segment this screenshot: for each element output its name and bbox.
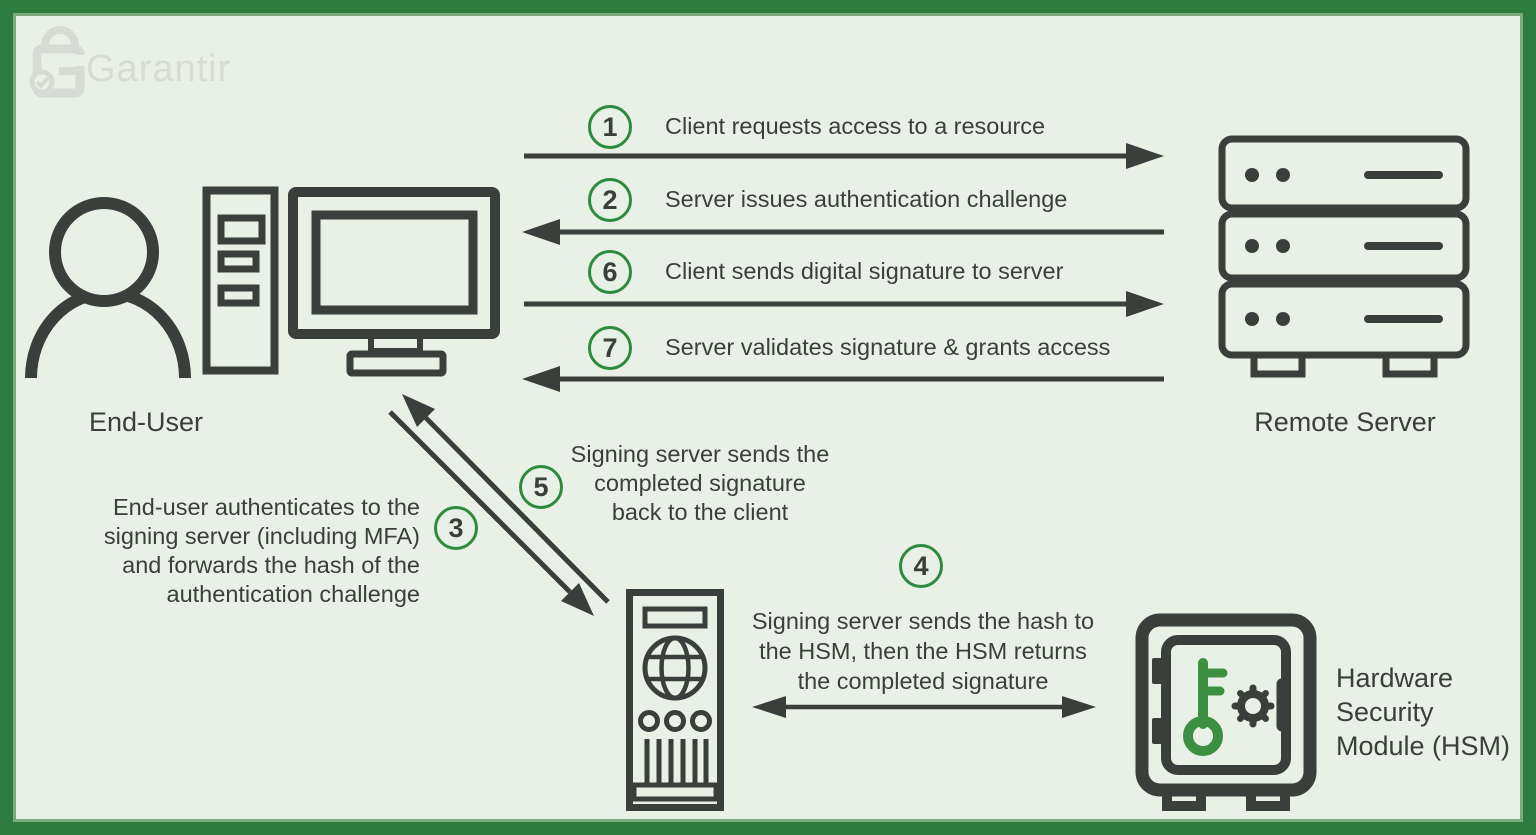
globe-icon: [642, 635, 708, 701]
desktop-tower-icon: [202, 186, 279, 375]
step-6-label: Client sends digital signature to server: [665, 258, 1064, 284]
step-4-number: 4: [913, 550, 929, 581]
step-3-number: 3: [448, 512, 464, 543]
step-2-label: Server issues authentication challenge: [665, 186, 1068, 212]
step-7-number: 7: [602, 332, 618, 363]
step-1-label: Client requests access to a resource: [665, 113, 1046, 139]
arrow-up-left-step5: [402, 394, 610, 604]
arrow-right-step6: [524, 291, 1164, 317]
garantir-brand-text: Garantir: [86, 48, 232, 90]
arrow-left-step7: [522, 366, 1164, 392]
arrow-double-step4: [752, 696, 1096, 718]
signing-server-icon: [626, 589, 724, 811]
step-5-number: 5: [533, 471, 549, 502]
garantir-lock-icon: [29, 26, 86, 98]
monitor-icon: [288, 187, 500, 377]
end-user-icon: [25, 186, 500, 379]
step-1-badge: 1: [588, 105, 632, 149]
hsm-safe-icon: [1135, 613, 1317, 811]
step-7-badge: 7: [588, 326, 632, 370]
step-1-number: 1: [602, 111, 618, 142]
step-5-text: Signing server sends the completed signa…: [570, 441, 830, 525]
end-user-label: End-User: [88, 407, 204, 437]
step-6-badge: 6: [588, 250, 632, 294]
step-3-badge: 3: [434, 506, 478, 550]
step-4-badge: 4: [899, 544, 943, 588]
arrow-down-right-step3: [388, 410, 594, 616]
step-2-badge: 2: [588, 178, 632, 222]
arrow-right-step1: [524, 143, 1164, 169]
diagonal-arrows: [388, 394, 610, 616]
step-6-number: 6: [602, 256, 618, 287]
step-4-text: Signing server sends the hash to the HSM…: [751, 608, 1095, 694]
step-5-badge: 5: [519, 465, 563, 509]
arrow-left-step2: [522, 219, 1164, 245]
step-3-text: End-user authenticates to the signing se…: [103, 494, 420, 607]
hinge-bottom: [1152, 718, 1164, 744]
dial-gear-icon: [1231, 684, 1275, 728]
hsm-label: Hardware Security Module (HSM): [1336, 663, 1511, 761]
key-icon: [1183, 658, 1228, 756]
remote-server-icon: [1218, 135, 1470, 378]
hinge-top: [1152, 658, 1164, 684]
step-2-number: 2: [602, 184, 618, 215]
person-icon: [25, 197, 191, 379]
step-7-label: Server validates signature & grants acce…: [665, 334, 1111, 360]
remote-server-label: Remote Server: [1254, 407, 1436, 437]
